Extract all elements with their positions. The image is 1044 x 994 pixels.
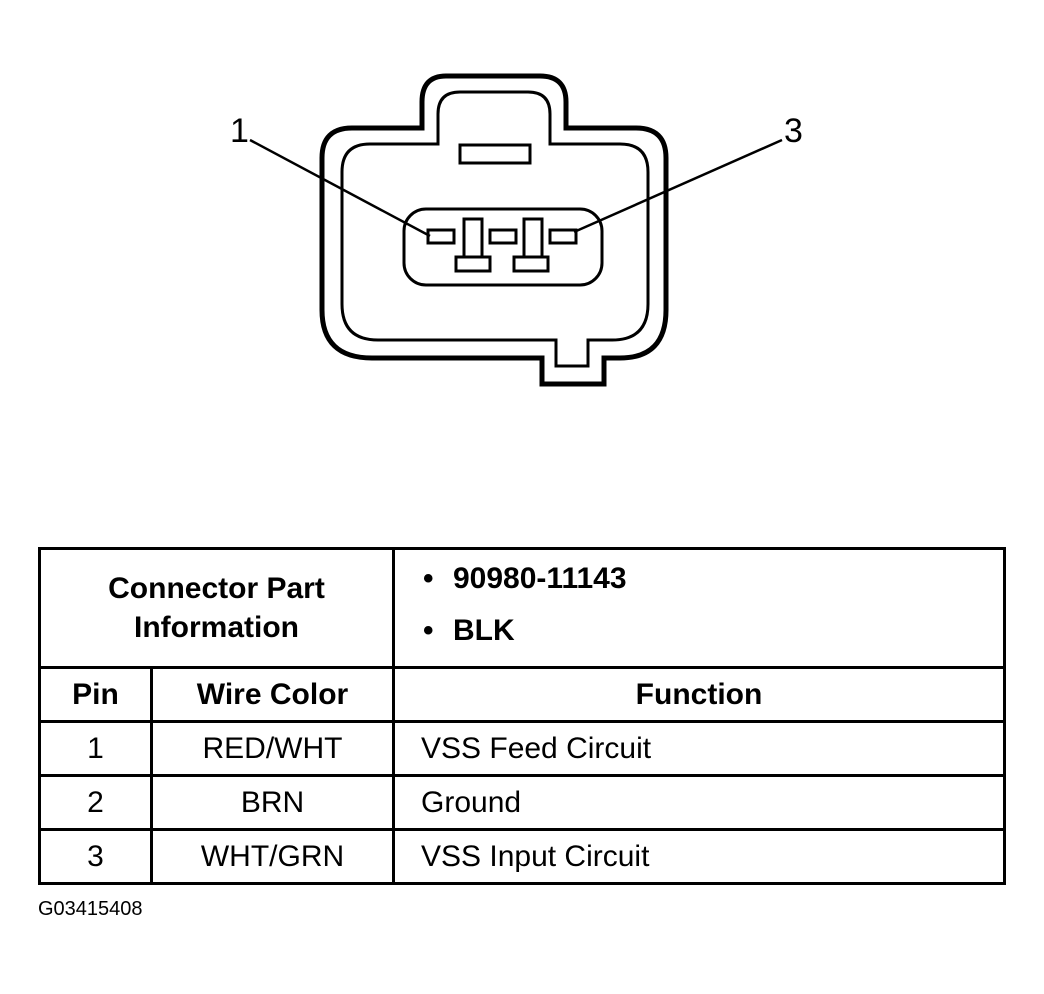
part-info-row: Connector Part Information 90980-11143 B… [38, 547, 1006, 669]
terminal-pin-1 [426, 228, 456, 245]
connector-diagram: 1 3 [230, 73, 803, 387]
table-row: 3 WHT/GRN VSS Input Circuit [38, 828, 1006, 885]
callout-pin-1: 1 [230, 112, 249, 150]
pin-cell: 2 [38, 774, 153, 831]
leader-line-pin3 [573, 138, 783, 234]
connector-housing-outer [319, 73, 669, 387]
pin-cell: 3 [38, 828, 153, 885]
column-header-row: Pin Wire Color Function [38, 666, 1006, 723]
part-number: 90980-11143 [423, 562, 1003, 614]
function-cell: Ground [392, 774, 1006, 831]
column-header-pin: Pin [38, 666, 153, 723]
part-info-label-line-1: Connector Part [108, 572, 325, 605]
terminal-blade-b [522, 217, 544, 259]
terminal-foot-b [512, 255, 550, 273]
part-info-values: 90980-11143 BLK [392, 547, 1006, 669]
part-info-label-line-2: Information [134, 611, 299, 644]
terminal-blade-a [462, 217, 484, 259]
column-header-function: Function [392, 666, 1006, 723]
function-cell: VSS Input Circuit [392, 828, 1006, 885]
function-cell: VSS Feed Circuit [392, 720, 1006, 777]
callout-pin-3: 3 [784, 112, 803, 150]
figure-id: G03415408 [38, 898, 143, 920]
terminal-pin-2 [488, 228, 518, 245]
wire-color-cell: WHT/GRN [150, 828, 395, 885]
part-info-label: Connector Part Information [38, 547, 395, 669]
column-header-wire-color: Wire Color [150, 666, 395, 723]
locking-tab [458, 143, 532, 165]
terminal-foot-a [454, 255, 492, 273]
leader-line-pin1 [249, 138, 431, 238]
table-row: 2 BRN Ground [38, 774, 1006, 831]
wire-color-cell: RED/WHT [150, 720, 395, 777]
pin-cell: 1 [38, 720, 153, 777]
table-row: 1 RED/WHT VSS Feed Circuit [38, 720, 1006, 777]
terminal-pin-3 [548, 228, 578, 245]
connector-color: BLK [423, 614, 1003, 666]
wire-color-cell: BRN [150, 774, 395, 831]
terminal-cavity [402, 207, 604, 287]
connector-housing-inner [340, 90, 650, 368]
connector-info-table: Connector Part Information 90980-11143 B… [38, 547, 1006, 885]
